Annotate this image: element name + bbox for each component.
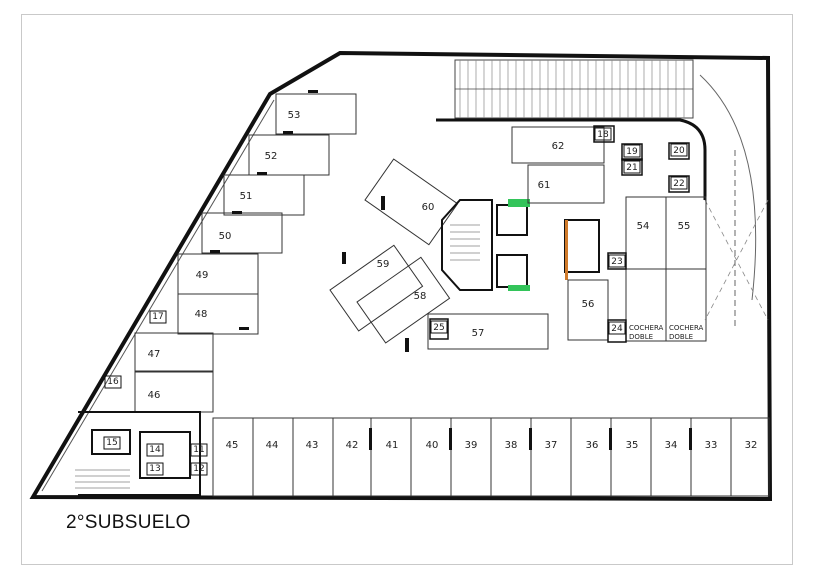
space-34: 34 [665, 440, 678, 451]
space-36: 36 [586, 440, 599, 451]
space-51: 51 [240, 191, 253, 202]
column-marks [210, 90, 692, 450]
unit-18: 18 [597, 130, 609, 140]
space-38: 38 [505, 440, 518, 451]
drawing-frame [21, 14, 793, 565]
space-59: 59 [377, 259, 390, 270]
note-double-2-line2: DOBLE [669, 333, 693, 341]
inner-wall [41, 99, 275, 492]
space-53: 53 [288, 110, 301, 121]
space-58: 58 [414, 291, 427, 302]
note-double-2-line1: COCHERA [669, 324, 704, 332]
unit-22: 22 [673, 179, 684, 189]
space-39: 39 [465, 440, 478, 451]
unit-13: 13 [149, 464, 160, 474]
unit-20: 20 [673, 146, 685, 156]
service-rooms [429, 125, 690, 343]
unit-25: 25 [433, 323, 444, 333]
space-33: 33 [705, 440, 718, 451]
unit-15: 15 [106, 438, 117, 448]
lane-diagonal [704, 199, 769, 321]
space-42: 42 [346, 440, 359, 451]
unit-14: 14 [149, 445, 161, 455]
space-labels: 53 52 51 50 49 48 47 46 45 44 43 42 41 4… [148, 110, 758, 451]
left-spaces [134, 93, 357, 413]
core-hatch [450, 224, 480, 261]
space-37: 37 [545, 440, 558, 451]
island-spaces [329, 158, 549, 350]
right-spaces [511, 126, 707, 342]
ramp [454, 59, 694, 119]
unit-labels: 18 19 20 21 22 23 24 25 17 16 15 14 13 1… [106, 130, 685, 474]
unit-11: 11 [193, 445, 204, 455]
unit-24: 24 [611, 324, 623, 334]
space-61: 61 [538, 180, 551, 191]
note-double-1-line2: DOBLE [629, 333, 653, 341]
space-48: 48 [195, 309, 208, 320]
space-32: 32 [745, 440, 758, 451]
space-45: 45 [226, 440, 239, 451]
note-double-1-line1: COCHERA [629, 324, 664, 332]
space-47: 47 [148, 349, 161, 360]
space-52: 52 [265, 151, 278, 162]
space-44: 44 [266, 440, 279, 451]
unit-17: 17 [152, 312, 163, 322]
unit-23: 23 [611, 257, 622, 267]
unit-12: 12 [193, 464, 204, 474]
space-56: 56 [582, 299, 595, 310]
ramp-curve [699, 74, 757, 301]
space-50: 50 [219, 231, 232, 242]
space-57: 57 [472, 328, 485, 339]
bottom-spaces [212, 417, 770, 497]
service-block [78, 411, 201, 496]
space-60: 60 [422, 202, 435, 213]
floor-title: 2°SUBSUELO [66, 512, 191, 533]
space-40: 40 [426, 440, 439, 451]
space-43: 43 [306, 440, 319, 451]
unit-21: 21 [626, 163, 637, 173]
unit-16: 16 [107, 377, 119, 387]
space-54: 54 [637, 221, 650, 232]
green-marker-2 [508, 285, 530, 291]
unit-label-boxes [103, 127, 688, 476]
space-62: 62 [552, 141, 565, 152]
green-marker-1 [508, 199, 530, 207]
space-46: 46 [148, 390, 161, 401]
unit-19: 19 [626, 147, 638, 157]
space-55: 55 [678, 221, 691, 232]
space-41: 41 [386, 440, 399, 451]
orange-marker [565, 220, 568, 280]
core-wall [436, 118, 707, 200]
space-35: 35 [626, 440, 639, 451]
building-outline [29, 50, 773, 502]
stair-hatch [75, 469, 130, 489]
core [441, 199, 600, 291]
space-49: 49 [196, 270, 209, 281]
